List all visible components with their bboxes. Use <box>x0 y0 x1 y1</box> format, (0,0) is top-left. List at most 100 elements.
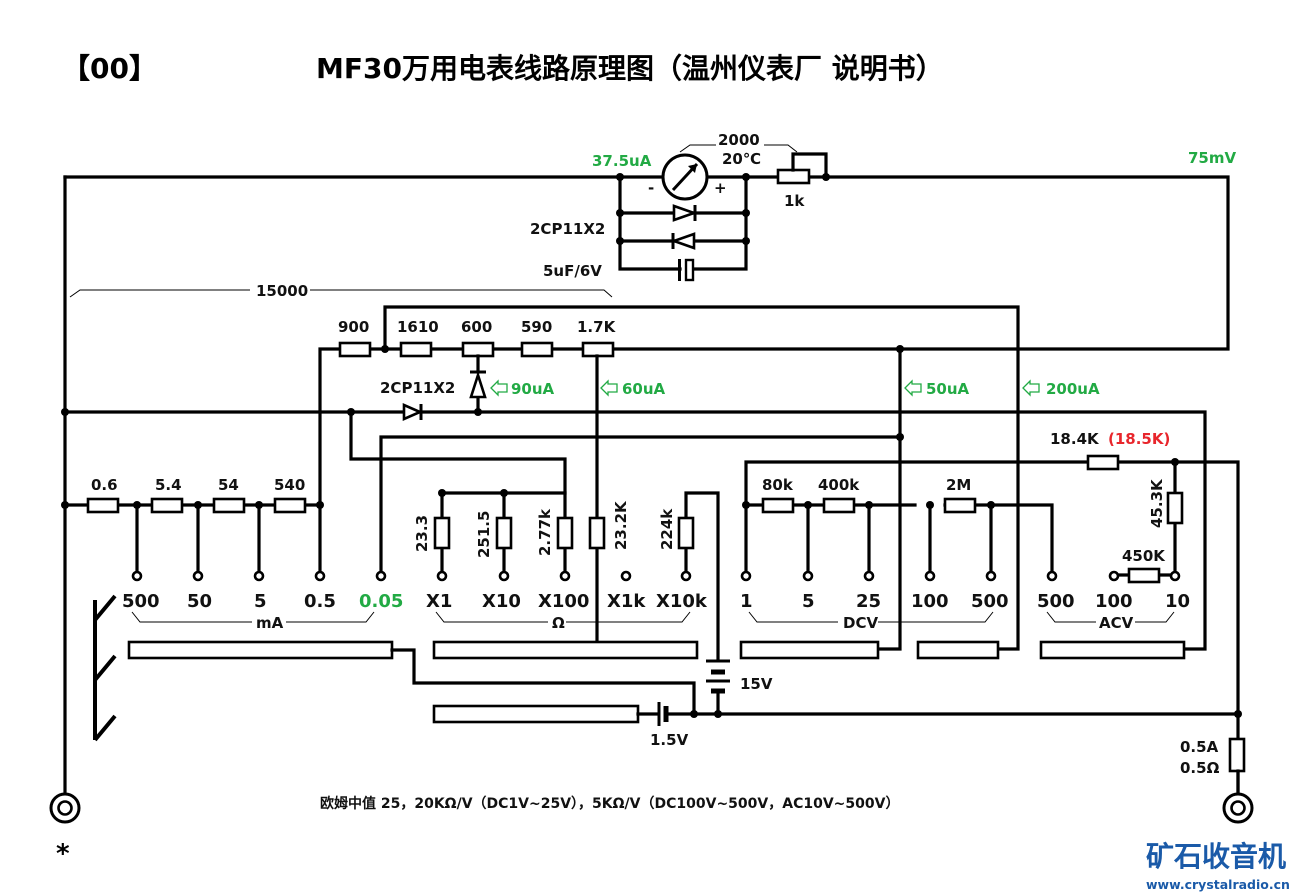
terminal-dcv-100[interactable] <box>924 570 936 582</box>
range-label: 50 <box>187 591 212 612</box>
shunt-chain: 900 1610 600 590 1.7K <box>318 305 1020 651</box>
trim-pot-label: 1k <box>784 192 805 210</box>
range-label: X1k <box>607 591 646 612</box>
ohm-resistor-label: 251.5 <box>475 511 493 558</box>
switch-bar-dcv-low[interactable] <box>739 640 880 660</box>
dcv-resistor-label: 2M <box>946 476 971 494</box>
acv-series-label: 18.4K <box>1050 430 1100 448</box>
ohm-resistor-label: 23.2K <box>612 500 630 550</box>
dcv-resistor-label: 80k <box>762 476 794 494</box>
resistor-590 <box>520 341 554 358</box>
shunt-label: 54 <box>218 476 239 494</box>
range-label: 100 <box>911 591 949 612</box>
terminal-ma-500[interactable] <box>131 570 143 582</box>
terminal-ma-5[interactable] <box>253 570 265 582</box>
acv-series-alt-label: (18.5K) <box>1108 430 1170 448</box>
current-50ua: 50uA <box>926 380 970 398</box>
resistor-label: 1.7K <box>577 318 617 336</box>
protection-diodes-label: 2CP11X2 <box>530 220 605 238</box>
trim-pot-1k <box>776 168 811 185</box>
dcv-resistors: 80k 400k 2M <box>744 476 1054 574</box>
current-90ua: 90uA <box>511 380 555 398</box>
range-label: 10 <box>1165 591 1190 612</box>
terminal-ohm-x100[interactable] <box>559 570 571 582</box>
resistor-600-pot <box>461 341 495 358</box>
terminal-ohm-x10[interactable] <box>498 570 510 582</box>
acv-450k-label: 450K <box>1122 547 1166 565</box>
fuse-resistance-label: 0.5Ω <box>1180 759 1220 777</box>
group-label-dcv: DCV <box>843 614 878 632</box>
meter-current-label: 37.5uA <box>592 152 652 170</box>
range-label: 500 <box>971 591 1009 612</box>
fuse-icon <box>1228 737 1246 773</box>
resistor-label: 600 <box>461 318 492 336</box>
switch-bar-dcv-high[interactable] <box>916 640 1000 660</box>
terminal-dcv-25[interactable] <box>863 570 875 582</box>
range-label: X1 <box>426 591 452 612</box>
range-switch-blade[interactable] <box>93 594 117 742</box>
terminal-dcv-500[interactable] <box>985 570 997 582</box>
terminal-ma-50[interactable] <box>192 570 204 582</box>
resistor-label: 900 <box>338 318 369 336</box>
range-terminals <box>131 570 1181 582</box>
ohm-resistor-label: 2.77k <box>536 508 554 556</box>
terminal-ma-0-5[interactable] <box>314 570 326 582</box>
terminal-ohm-x1k[interactable] <box>620 570 632 582</box>
terminal-dcv-1[interactable] <box>740 570 752 582</box>
resistor-1610 <box>399 341 433 358</box>
common-jack[interactable] <box>49 792 81 824</box>
terminal-ohm-x10k[interactable] <box>680 570 692 582</box>
current-60ua: 60uA <box>622 380 666 398</box>
positive-jack[interactable] <box>1222 792 1254 824</box>
range-labels: 500 50 5 0.5 0.05 X1 X10 X100 X1k X10k 1… <box>122 591 1190 632</box>
meter-section: - + 37.5uA 2000 20℃ 1k 75mV 2CP11X2 5uF/… <box>63 131 1237 351</box>
ohm-resistor-label: 23.3 <box>413 515 431 552</box>
total-resistance-label: 15000 <box>256 282 308 300</box>
diode-icon <box>402 403 424 421</box>
switch-bar-battery[interactable] <box>432 704 640 724</box>
page-code: 【00】 <box>62 52 157 85</box>
range-label: X100 <box>538 591 589 612</box>
meter-minus: - <box>648 179 654 197</box>
terminal-acv-10[interactable] <box>1169 570 1181 582</box>
arrow-left-icon <box>600 379 618 397</box>
ohm-resistor-label: 224k <box>658 508 676 550</box>
switch-bar-ohm[interactable] <box>432 640 699 660</box>
ac-diode-label: 2CP11X2 <box>380 379 455 397</box>
group-label-acv: ACV <box>1099 614 1134 632</box>
battery-15v-label: 15V <box>740 675 773 693</box>
switch-bar-acv[interactable] <box>1039 640 1186 660</box>
range-label: X10k <box>656 591 708 612</box>
range-label: 5 <box>802 591 815 612</box>
terminal-ma-0-05[interactable] <box>375 570 387 582</box>
range-label: 25 <box>856 591 881 612</box>
group-label-ma: mA <box>256 614 284 632</box>
meter-plus: + <box>714 179 727 197</box>
arrow-left-icon <box>490 379 508 397</box>
footer-note: 欧姆中值 25，20KΩ/V（DC1V~25V），5KΩ/V（DC100V~50… <box>320 795 899 812</box>
arrow-left-icon <box>1022 379 1040 397</box>
range-label: 1 <box>740 591 753 612</box>
group-label-ohm: Ω <box>552 614 565 632</box>
switch-bar-ma[interactable] <box>127 640 394 660</box>
terminal-acv-100[interactable] <box>1108 570 1120 582</box>
dcv-resistor-label: 400k <box>818 476 860 494</box>
terminal-acv-500[interactable] <box>1046 570 1058 582</box>
meter-temperature-label: 20℃ <box>722 150 761 168</box>
current-200ua: 200uA <box>1046 380 1100 398</box>
switch-bars <box>127 640 1186 724</box>
range-label: 500 <box>122 591 160 612</box>
acv-resistors: 18.4K (18.5K) 45.3K 450K <box>1050 430 1184 584</box>
range-label: 500 <box>1037 591 1075 612</box>
range-label: 100 <box>1095 591 1133 612</box>
shunt-label: 0.6 <box>91 476 118 494</box>
terminal-dcv-5[interactable] <box>802 570 814 582</box>
terminal-ohm-x1[interactable] <box>436 570 448 582</box>
fuse-current-label: 0.5A <box>1180 738 1219 756</box>
current-annotations: 90uA 60uA 50uA 200uA <box>490 379 1100 398</box>
meter-resistance-label: 2000 <box>718 131 760 149</box>
resistor-label: 1610 <box>397 318 439 336</box>
diode-icon <box>672 204 698 222</box>
range-label: X10 <box>482 591 521 612</box>
